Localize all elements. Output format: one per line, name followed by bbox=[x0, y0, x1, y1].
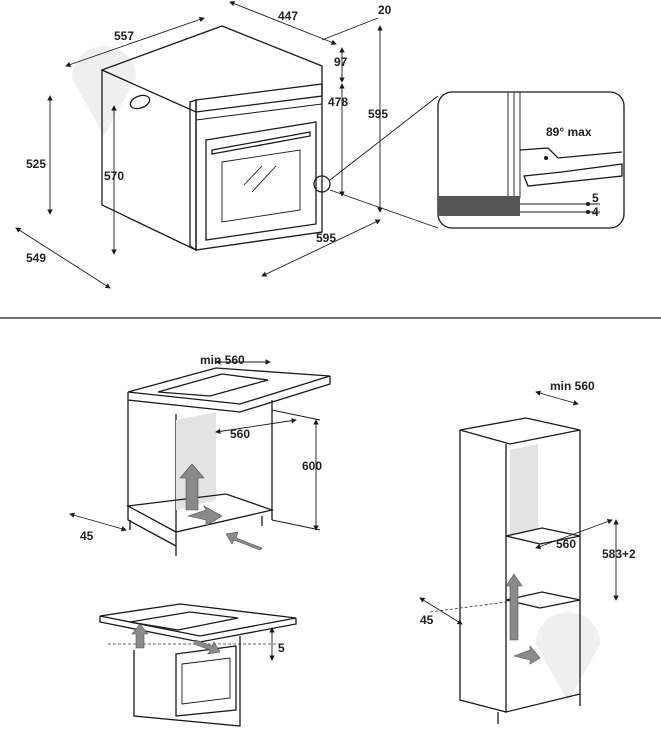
uc-min-width: min 560 bbox=[200, 353, 245, 367]
col-min560-line bbox=[535, 390, 579, 406]
uc-600-ext bbox=[271, 409, 321, 531]
dim-4-detail: 4 bbox=[592, 205, 599, 219]
col-45-line bbox=[419, 597, 463, 625]
dim-557: 557 bbox=[114, 29, 134, 43]
hinge-detail-inset: 89° max 5 4 bbox=[437, 91, 625, 229]
column-install: min 560 560 583+2 45 bbox=[419, 379, 636, 724]
oven-top bbox=[100, 25, 323, 113]
hob-counter-edge bbox=[99, 616, 297, 643]
inset-cabinet-lines bbox=[507, 92, 521, 198]
uc-width: 560 bbox=[230, 427, 250, 441]
col-560-line bbox=[535, 519, 613, 549]
hob-counter-top bbox=[99, 603, 297, 637]
dim-4-point bbox=[586, 210, 590, 214]
hob-plate bbox=[129, 611, 239, 631]
hob-airflow-out-icon bbox=[193, 639, 221, 655]
countertop-top bbox=[127, 367, 331, 405]
oven-side bbox=[101, 70, 197, 251]
inset-frame bbox=[437, 91, 625, 229]
airflow-under-icon bbox=[225, 531, 263, 551]
dim-5-detail: 5 bbox=[592, 191, 599, 205]
hob-oven-door bbox=[181, 657, 231, 705]
column-watermark-icon bbox=[536, 612, 600, 702]
control-panel-line bbox=[195, 103, 323, 121]
dim-525: 525 bbox=[26, 157, 46, 171]
dim-557-line bbox=[65, 16, 205, 68]
countertop-edge bbox=[127, 376, 331, 413]
column-airflow-in-icon bbox=[512, 645, 541, 665]
inset-door bbox=[523, 163, 623, 187]
dim-447: 447 bbox=[278, 9, 298, 23]
column-dashed bbox=[429, 601, 507, 613]
under-counter-install: min 560 560 600 45 bbox=[69, 353, 331, 556]
column-left bbox=[459, 430, 507, 713]
column-top bbox=[459, 417, 581, 445]
angle-point bbox=[544, 156, 548, 160]
airflow-in-icon bbox=[186, 505, 223, 527]
side-vent bbox=[129, 94, 151, 110]
cabinet-left bbox=[127, 400, 177, 547]
column-airflow-up-icon bbox=[505, 573, 523, 641]
uc-height: 600 bbox=[302, 459, 322, 473]
dim-595h: 595 bbox=[316, 231, 336, 245]
uc-560-line bbox=[215, 417, 297, 435]
detail-marker bbox=[313, 175, 331, 193]
hob-cutout bbox=[157, 373, 269, 397]
cabinet-legs bbox=[129, 516, 263, 556]
door-handle bbox=[211, 131, 311, 155]
dim-20: 20 bbox=[378, 3, 392, 17]
glass-reflection bbox=[243, 165, 277, 193]
hob-oven-front bbox=[175, 645, 237, 717]
dim-97: 97 bbox=[334, 55, 348, 69]
column-legs bbox=[497, 694, 581, 724]
dim-549-line bbox=[15, 227, 111, 289]
col-gap: 45 bbox=[420, 613, 434, 627]
airflow-up-icon bbox=[179, 463, 205, 511]
door-window bbox=[221, 149, 301, 223]
oven-drawing: 557 447 20 97 478 595 525 570 549 595 bbox=[15, 1, 439, 289]
uc-45-line bbox=[69, 512, 127, 532]
dim-5-point bbox=[586, 202, 590, 206]
dim-549: 549 bbox=[26, 251, 46, 265]
dim-447-line bbox=[229, 1, 337, 45]
under-hob-install: 5 bbox=[99, 603, 297, 727]
inset-floor bbox=[438, 196, 520, 216]
column-shelf-lower bbox=[505, 591, 581, 609]
col-width: 560 bbox=[556, 537, 576, 551]
oven-front-edge bbox=[189, 99, 197, 252]
detail-leaders bbox=[329, 95, 439, 229]
hob-airflow-up-icon bbox=[131, 623, 149, 649]
dim-570: 570 bbox=[104, 169, 124, 183]
watermark-icon bbox=[72, 46, 136, 136]
column-shade bbox=[510, 444, 538, 536]
hob-cabinet bbox=[133, 636, 241, 727]
column-front bbox=[505, 430, 581, 713]
dim-595h-line bbox=[261, 219, 381, 277]
uc-gap: 45 bbox=[80, 529, 94, 543]
col-height: 583+2 bbox=[602, 547, 636, 561]
inset-door-top bbox=[519, 147, 623, 159]
dim-478: 478 bbox=[328, 95, 348, 109]
angle-label: 89° max bbox=[546, 125, 592, 139]
dim-20-line bbox=[321, 17, 379, 41]
col-min-width: min 560 bbox=[550, 379, 595, 393]
oven-front bbox=[195, 83, 323, 251]
dim-595v: 595 bbox=[368, 107, 388, 121]
hob-gap: 5 bbox=[278, 641, 285, 655]
